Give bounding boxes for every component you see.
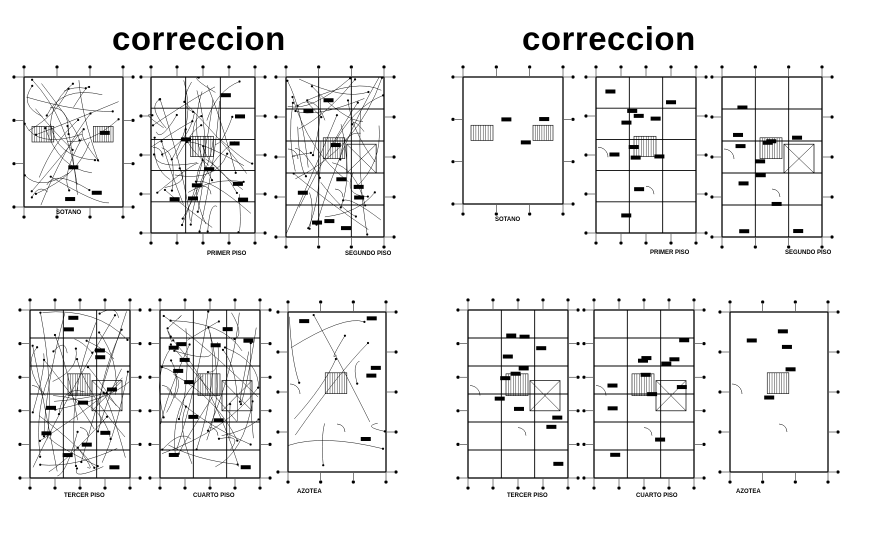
label-primer-piso-right: PRIMER PISO [650, 250, 690, 256]
heading-right: correccion [522, 20, 696, 57]
label-cuarto-piso-left: CUARTO PISO [193, 493, 235, 499]
plan-segundo-piso-right [721, 76, 823, 238]
label-sotano-left: SOTANO [56, 210, 82, 216]
label-primer-piso-left: PRIMER PISO [207, 251, 247, 257]
label-sotano-right: SOTANO [495, 217, 521, 223]
plan-primer-piso-right [595, 76, 697, 234]
label-tercer-piso-right: TERCER PISO [507, 493, 548, 499]
plan-sotano-left [23, 76, 124, 208]
label-segundo-piso-left: SEGUNDO PISO [345, 251, 392, 257]
label-segundo-piso-right: SEGUNDO PISO [785, 250, 832, 256]
label-azotea-right: AZOTEA [736, 489, 761, 495]
plan-segundo-piso-left [285, 76, 385, 238]
plan-azotea-left [287, 311, 387, 473]
label-azotea-left: AZOTEA [297, 489, 322, 495]
heading-left: correccion [112, 20, 286, 57]
plan-azotea-right [729, 311, 829, 473]
plan-primer-piso-left [150, 76, 256, 234]
plan-sotano-right [462, 76, 564, 205]
label-cuarto-piso-right: CUARTO PISO [636, 493, 678, 499]
label-tercer-piso-left: TERCER PISO [64, 493, 105, 499]
